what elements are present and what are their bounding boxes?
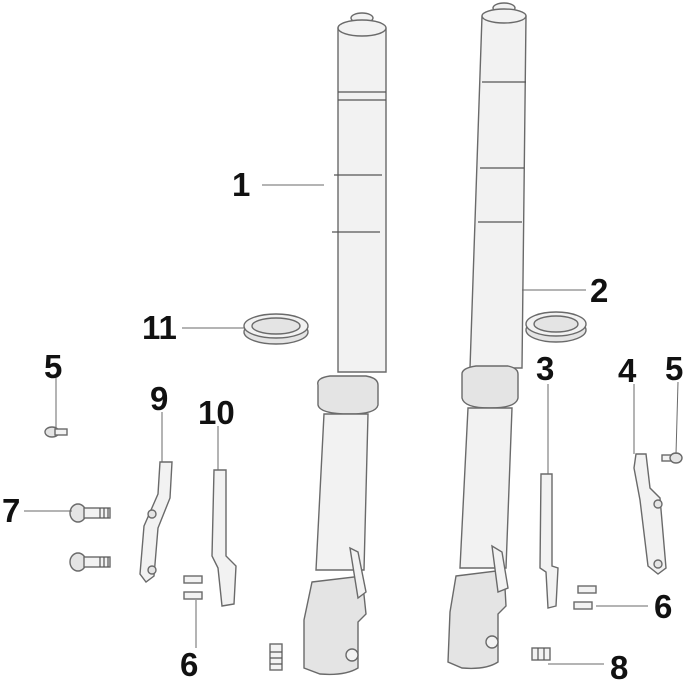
callout-5-left: 5 xyxy=(44,348,63,385)
callout-9: 9 xyxy=(150,380,169,417)
small-bolts-right xyxy=(573,585,597,610)
brake-hose-bracket-left xyxy=(211,469,237,607)
callout-1: 1 xyxy=(232,166,251,203)
caliper-bolt-left xyxy=(269,643,283,671)
callout-6-left: 6 xyxy=(180,646,199,683)
screw-right xyxy=(661,452,683,464)
bolt-lower xyxy=(69,552,111,572)
callout-5-right: 5 xyxy=(665,350,684,387)
callout-10: 10 xyxy=(198,394,235,431)
mount-bracket-left xyxy=(139,461,173,583)
callout-7: 7 xyxy=(2,492,21,529)
right-fork-leg xyxy=(447,2,527,670)
left-fork-leg xyxy=(303,12,387,676)
caliper-bolt-right xyxy=(531,647,551,661)
screw-left xyxy=(44,426,68,438)
seal-ring-right xyxy=(525,311,587,343)
small-bolts-left xyxy=(183,575,203,600)
callout-2: 2 xyxy=(590,272,609,309)
callout-11: 11 xyxy=(142,309,177,346)
seal-ring-left xyxy=(243,313,309,345)
mount-bracket-right xyxy=(633,453,667,575)
callout-6-right: 6 xyxy=(654,588,673,625)
brake-hose-bracket-right xyxy=(539,473,559,609)
callout-4: 4 xyxy=(618,352,637,389)
leader-lines xyxy=(24,184,679,665)
bolt-upper xyxy=(69,503,111,523)
callout-8: 8 xyxy=(610,649,629,686)
callout-3: 3 xyxy=(536,350,555,387)
